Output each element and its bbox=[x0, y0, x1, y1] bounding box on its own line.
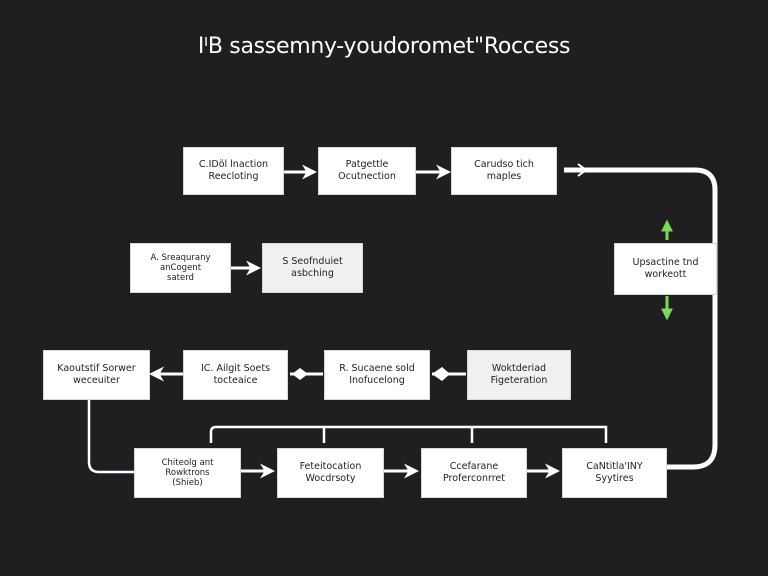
node-label: R. Sucaene sold bbox=[339, 363, 415, 374]
node-label: Ccefarane bbox=[449, 461, 499, 472]
node-label: Carudso tich bbox=[474, 159, 534, 170]
node-label: Figeteration bbox=[490, 375, 548, 386]
node-label: A. Sreaqurany bbox=[150, 253, 211, 263]
node-label: C.IDöl lnaction bbox=[198, 159, 269, 170]
node-label: Kaoutstif Sorwer bbox=[57, 363, 136, 374]
left-connector bbox=[87, 400, 134, 474]
node-label: asbching bbox=[291, 268, 334, 279]
loop-connector bbox=[564, 167, 718, 470]
node-label: Syytires bbox=[595, 473, 634, 484]
node-label: Upsactine tnd bbox=[632, 257, 699, 268]
node-label: workeott bbox=[644, 269, 687, 280]
node-label: weceuiter bbox=[73, 375, 120, 386]
diamond-r3-3 bbox=[432, 367, 450, 381]
node-label: Patgettle bbox=[345, 159, 389, 170]
node-label: S Seofnduiet bbox=[282, 256, 343, 267]
node-label: Chiteolg ant bbox=[161, 458, 214, 468]
node-label: Wocdrsoty bbox=[305, 473, 356, 484]
node-label: Feteitocation bbox=[299, 461, 362, 472]
node-label: anCogent bbox=[159, 263, 202, 273]
node-label: IC. Ailgit Soets bbox=[200, 363, 271, 374]
node-label: saterd bbox=[167, 273, 194, 283]
node-label: Inofucelong bbox=[349, 375, 405, 386]
diagram-title: IᴵB sassemny-youdoromet"Roccess bbox=[197, 34, 571, 59]
node-label: Proferconrret bbox=[442, 473, 506, 484]
node-label: Reecloting bbox=[208, 171, 259, 182]
loop-arrowhead-icon bbox=[577, 163, 588, 177]
node-label: Ocutnection bbox=[338, 171, 396, 182]
node-label: CaNtitla'INY bbox=[586, 461, 643, 472]
node-label: Rowktrons bbox=[165, 468, 210, 478]
node-label: tocteaice bbox=[213, 375, 258, 386]
bracket-connector bbox=[209, 425, 608, 443]
node-label: (Shieb) bbox=[172, 478, 203, 488]
diamond-r3-2 bbox=[292, 368, 308, 380]
node-label: maples bbox=[486, 171, 522, 182]
node-label: Woktderiad bbox=[491, 363, 547, 374]
